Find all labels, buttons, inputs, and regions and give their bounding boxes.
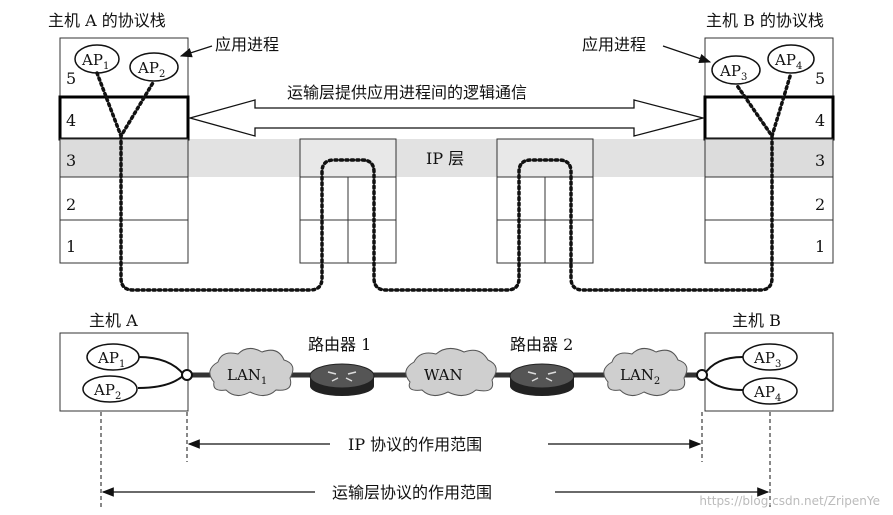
- ip-scope-label: IP 协议的作用范围: [348, 435, 482, 454]
- wan-cloud: [405, 348, 497, 396]
- app-process-label-right: 应用进程: [582, 35, 646, 54]
- ap1-label-bottom: AP1: [97, 349, 125, 370]
- layer-number-5-left: 5: [66, 69, 76, 88]
- layer-number-1-right: 1: [815, 237, 825, 256]
- layer-number-2-right: 2: [815, 195, 825, 214]
- host-a-stack-title: 主机 A 的协议栈: [48, 11, 166, 30]
- ap4-label-bottom: AP4: [753, 383, 781, 404]
- wan-label: WAN: [424, 366, 463, 384]
- ap1-label-top: AP1: [81, 51, 109, 72]
- lan1-label: LAN1: [227, 366, 267, 387]
- router2-icon: [509, 363, 575, 396]
- ip-layer-label: IP 层: [426, 149, 464, 168]
- layer-number-5-right: 5: [815, 69, 825, 88]
- host-b-stack-title: 主机 B 的协议栈: [706, 11, 824, 30]
- ap3-ellipse-top: [711, 55, 761, 85]
- transport-scope-label: 运输层协议的作用范围: [332, 483, 492, 502]
- data-path-dotted: [95, 71, 793, 292]
- ap1-ellipse-bottom: [86, 343, 140, 371]
- ap4-ellipse-top: [767, 44, 815, 74]
- host-a-port: [181, 369, 193, 381]
- layer-number-4-left: 4: [66, 111, 76, 130]
- transport-double-arrow: [187, 99, 706, 137]
- layer-number-3-left: 3: [66, 151, 76, 170]
- lan2-label: LAN2: [620, 366, 660, 387]
- ap2-label-top: AP2: [137, 59, 165, 80]
- app-process-arrow-left: [179, 45, 213, 58]
- watermark: https://blog.csdn.net/ZripenYe: [699, 494, 880, 508]
- ap4-ellipse-bottom: [742, 377, 798, 405]
- ap2-label-bottom: AP2: [93, 381, 121, 402]
- ap3-ellipse-bottom: [742, 343, 798, 371]
- router1-label: 路由器 1: [308, 335, 371, 354]
- host-a-stack: 5 4 3 2 1: [58, 37, 190, 264]
- app-process-arrow-right: [662, 45, 712, 64]
- transport-comm-label: 运输层提供应用进程间的逻辑通信: [287, 83, 527, 102]
- router2-label: 路由器 2: [510, 335, 573, 354]
- host-b-label: 主机 B: [732, 311, 781, 330]
- layer-number-3-right: 3: [815, 151, 825, 170]
- ap3-label-bottom: AP3: [753, 349, 781, 370]
- ap3-label-top: AP3: [719, 62, 747, 83]
- router-stack-1: [299, 138, 397, 264]
- ap2-ellipse-bottom: [82, 375, 138, 403]
- layer-number-4-right: 4: [815, 111, 825, 130]
- ap2-ellipse-top: [129, 52, 179, 82]
- layer-number-2-left: 2: [66, 195, 76, 214]
- router1-icon: [309, 363, 375, 396]
- router-stack-2: [496, 138, 594, 264]
- host-b-port: [696, 369, 708, 381]
- layer-number-1-left: 1: [66, 237, 76, 256]
- ap4-label-top: AP4: [774, 51, 802, 72]
- lan1-cloud: [209, 348, 294, 396]
- lan2-cloud: [603, 348, 688, 396]
- host-a-label: 主机 A: [89, 311, 138, 330]
- app-process-label-left: 应用进程: [215, 35, 279, 54]
